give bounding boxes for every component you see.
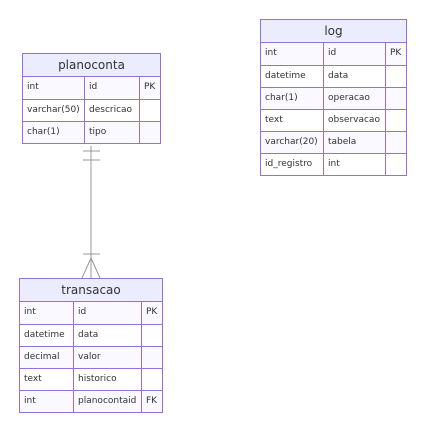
attribute-key [141, 325, 162, 346]
attribute-type: varchar(50) [27, 105, 80, 115]
attribute-name: historico [73, 369, 141, 390]
attribute-row: id_registro int [261, 153, 406, 175]
attribute-type: varchar(20) [265, 137, 318, 147]
attribute-name: operacao [323, 88, 385, 109]
attribute-key [139, 100, 160, 121]
entity-transacao: transacao int id PK datetime data decima… [19, 278, 163, 413]
attribute-name: planocontaid [73, 391, 141, 412]
attribute-row: text historico [20, 368, 162, 390]
entity-title: transacao [20, 279, 162, 302]
attribute-type: int [24, 396, 36, 406]
relationship-planoconta-transacao [81, 146, 101, 279]
attribute-type: datetime [24, 330, 65, 340]
attribute-type: int [27, 82, 39, 92]
attribute-row: char(1) tipo [23, 121, 160, 143]
attribute-key [385, 132, 406, 153]
attribute-type: id_registro [265, 159, 313, 169]
attribute-key: FK [141, 391, 162, 412]
attribute-row: decimal valor [20, 346, 162, 368]
attribute-key [385, 88, 406, 109]
attribute-row: varchar(20) tabela [261, 131, 406, 153]
attribute-type: int [265, 48, 277, 58]
attribute-type: char(1) [265, 93, 298, 103]
attribute-key [385, 154, 406, 175]
attribute-name: observacao [323, 110, 385, 131]
attribute-row: datetime data [261, 65, 406, 87]
attribute-name: tipo [84, 122, 139, 143]
attribute-row: datetime data [20, 324, 162, 346]
attribute-key [385, 66, 406, 87]
entity-title: planoconta [23, 54, 160, 77]
attribute-name: descricao [84, 100, 139, 121]
attribute-type: decimal [24, 352, 60, 362]
attribute-key [141, 369, 162, 390]
attribute-name: data [73, 325, 141, 346]
attribute-key [385, 110, 406, 131]
attribute-row: int planocontaid FK [20, 390, 162, 412]
attribute-key: PK [139, 77, 160, 99]
entity-planoconta: planoconta int id PK varchar(50) descric… [22, 53, 161, 144]
attribute-type: text [24, 374, 42, 384]
attribute-type: int [24, 307, 36, 317]
attribute-key: PK [385, 43, 406, 65]
attribute-row: int id PK [261, 43, 406, 65]
attribute-key: PK [141, 302, 162, 324]
attribute-name: id [73, 302, 141, 324]
attribute-row: text observacao [261, 109, 406, 131]
crows-foot-marker [81, 256, 101, 279]
attribute-row: char(1) operacao [261, 87, 406, 109]
attribute-name: id [323, 43, 385, 65]
attribute-name: data [323, 66, 385, 87]
attribute-name: valor [73, 347, 141, 368]
entity-title: log [261, 20, 406, 43]
attribute-row: int id PK [20, 302, 162, 324]
attribute-type: datetime [265, 71, 306, 81]
attribute-key [141, 347, 162, 368]
attribute-key [139, 122, 160, 143]
attribute-type: text [265, 115, 283, 125]
attribute-name: id [84, 77, 139, 99]
attribute-name: int [323, 154, 385, 175]
attribute-name: tabela [323, 132, 385, 153]
attribute-type: char(1) [27, 127, 60, 137]
entity-log: log int id PK datetime data char(1) oper… [260, 19, 407, 176]
attribute-row: int id PK [23, 77, 160, 99]
attribute-row: varchar(50) descricao [23, 99, 160, 121]
